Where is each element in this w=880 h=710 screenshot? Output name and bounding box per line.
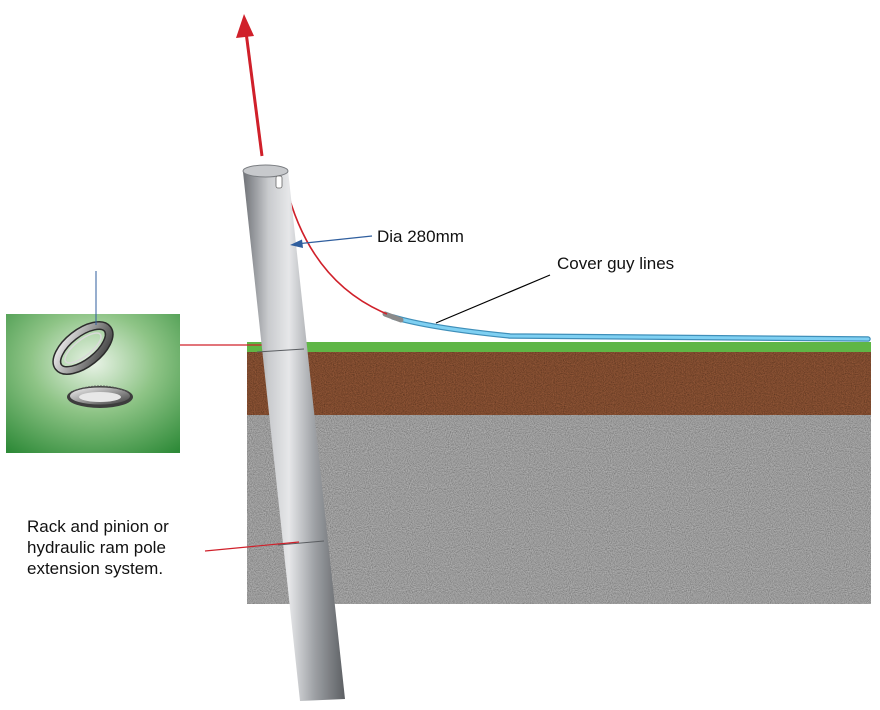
extension-label-line-1: Rack and pinion or [27, 517, 169, 536]
diameter-leader [295, 235, 373, 245]
inset-panel [6, 314, 180, 453]
guy-lines-label: Cover guy lines [557, 254, 675, 273]
extension-system-label: Rack and pinion or hydraulic ram pole ex… [27, 516, 169, 579]
guy-line-clamp [382, 311, 404, 323]
guy-lines-leader [435, 274, 551, 324]
ground-section [247, 342, 871, 604]
extension-leader [204, 541, 300, 552]
ring-icon [52, 321, 114, 375]
pole [242, 164, 345, 701]
gravel-layer [247, 414, 871, 604]
socket-base-icon [67, 385, 133, 408]
diameter-label: Dia 280mm [377, 227, 464, 246]
pole-top-cap [242, 164, 289, 178]
lift-direction-shaft [244, 31, 264, 157]
pole-body [243, 170, 345, 701]
pole-telescope-joint-upper [256, 348, 305, 353]
pole-telescope-joint-lower [277, 540, 325, 546]
ground-socket-inset [6, 314, 180, 453]
pole-top-slot [275, 175, 283, 189]
extension-label-line-3: extension system. [27, 559, 164, 578]
diameter-leader-arrowhead [290, 239, 303, 248]
extension-label-line-2: hydraulic ram pole [27, 538, 166, 557]
grass-layer [247, 342, 871, 352]
topsoil-layer [247, 351, 871, 415]
arrow-up-icon [236, 14, 254, 38]
lift-line [285, 185, 388, 315]
